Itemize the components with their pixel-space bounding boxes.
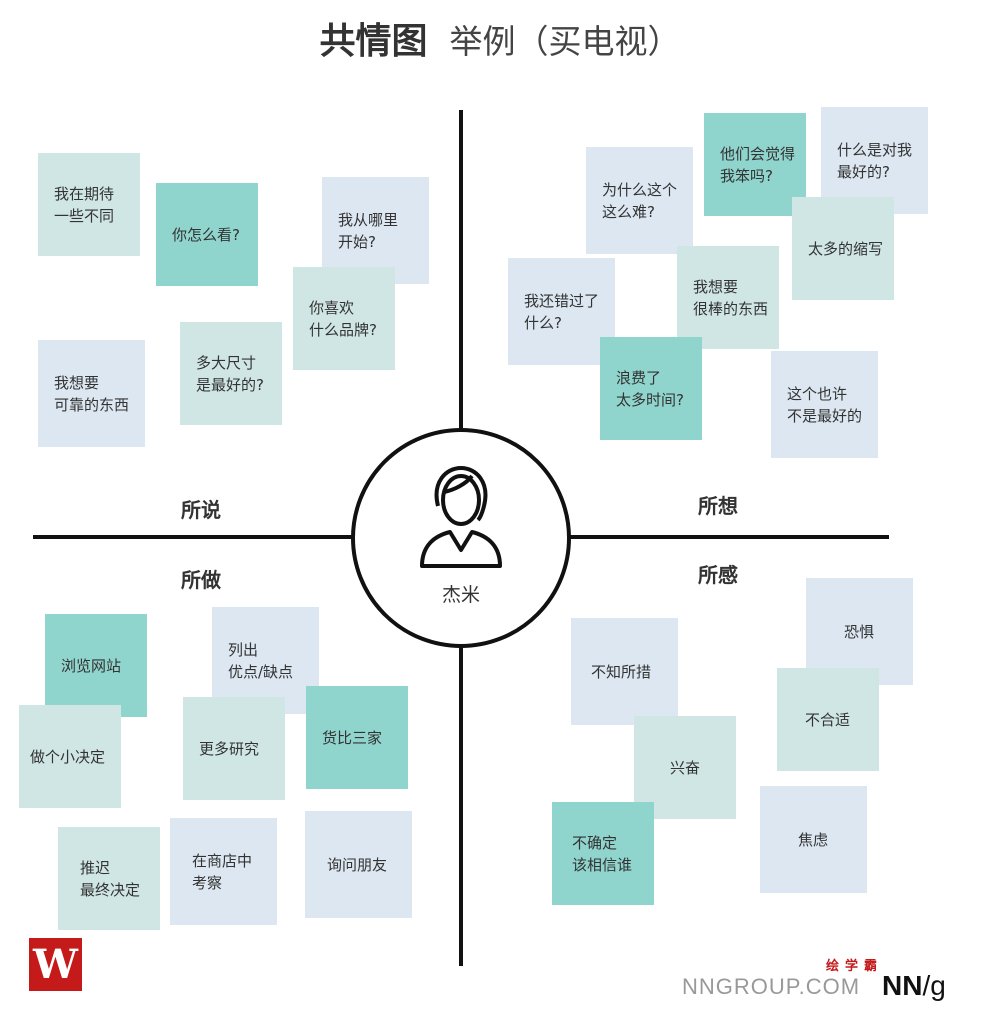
note-does: 在商店中 考察 (170, 818, 277, 925)
note-feels: 不知所措 (571, 618, 678, 725)
note-says: 我在期待 一些不同 (38, 153, 140, 256)
note-feels: 不确定 该相信谁 (552, 802, 654, 905)
note-does: 推迟 最终决定 (58, 827, 160, 930)
note-thinks: 太多的缩写 (792, 197, 894, 300)
note-thinks: 我想要 很棒的东西 (677, 246, 779, 349)
person-icon (420, 466, 502, 568)
nng-logo: NN/g (882, 970, 946, 1002)
note-thinks: 什么是对我 最好的? (821, 107, 928, 214)
note-does: 做个小决定 (19, 705, 121, 808)
persona-circle (351, 428, 571, 648)
note-feels: 兴奋 (634, 716, 736, 819)
title-sub: 举例（买电视） (449, 22, 681, 61)
persona-name: 杰米 (441, 584, 480, 606)
note-feels: 恐惧 (806, 578, 913, 685)
quadrant-label-feels: 所感 (698, 563, 738, 587)
note-does: 货比三家 (306, 686, 408, 789)
quadrant-label-says: 所说 (181, 498, 221, 522)
watermark-text: 绘学霸 (826, 959, 884, 974)
quadrant-label-does: 所做 (181, 568, 221, 592)
note-says: 多大尺寸 是最好的? (180, 322, 282, 425)
note-thinks: 为什么这个 这么难? (586, 147, 693, 254)
note-says: 我想要 可靠的东西 (38, 340, 145, 447)
note-says: 你怎么看? (156, 183, 258, 286)
note-does: 询问朋友 (305, 811, 412, 918)
note-feels: 不合适 (777, 668, 879, 771)
note-says: 你喜欢 什么品牌? (293, 267, 395, 370)
note-does: 浏览网站 (45, 614, 147, 717)
note-feels: 焦虑 (760, 786, 867, 893)
nngroup-url[interactable]: NNGROUP.COM (682, 974, 861, 999)
nng-logo-nn: NN (882, 970, 923, 1001)
quadrant-label-thinks: 所想 (698, 494, 738, 518)
title-main: 共情图 (319, 21, 428, 62)
note-says: 我从哪里 开始? (322, 177, 429, 284)
note-thinks: 这个也许 不是最好的 (771, 351, 878, 458)
note-does: 更多研究 (183, 697, 285, 800)
note-thinks: 他们会觉得 我笨吗? (704, 113, 806, 216)
logo-w: W (29, 938, 82, 991)
note-thinks: 浪费了 太多时间? (600, 337, 702, 440)
note-thinks: 我还错过了 什么? (508, 258, 615, 365)
note-does: 列出 优点/缺点 (212, 607, 319, 714)
nng-logo-g: /g (922, 970, 946, 1001)
page-title: 共情图举例（买电视） (0, 12, 1000, 64)
